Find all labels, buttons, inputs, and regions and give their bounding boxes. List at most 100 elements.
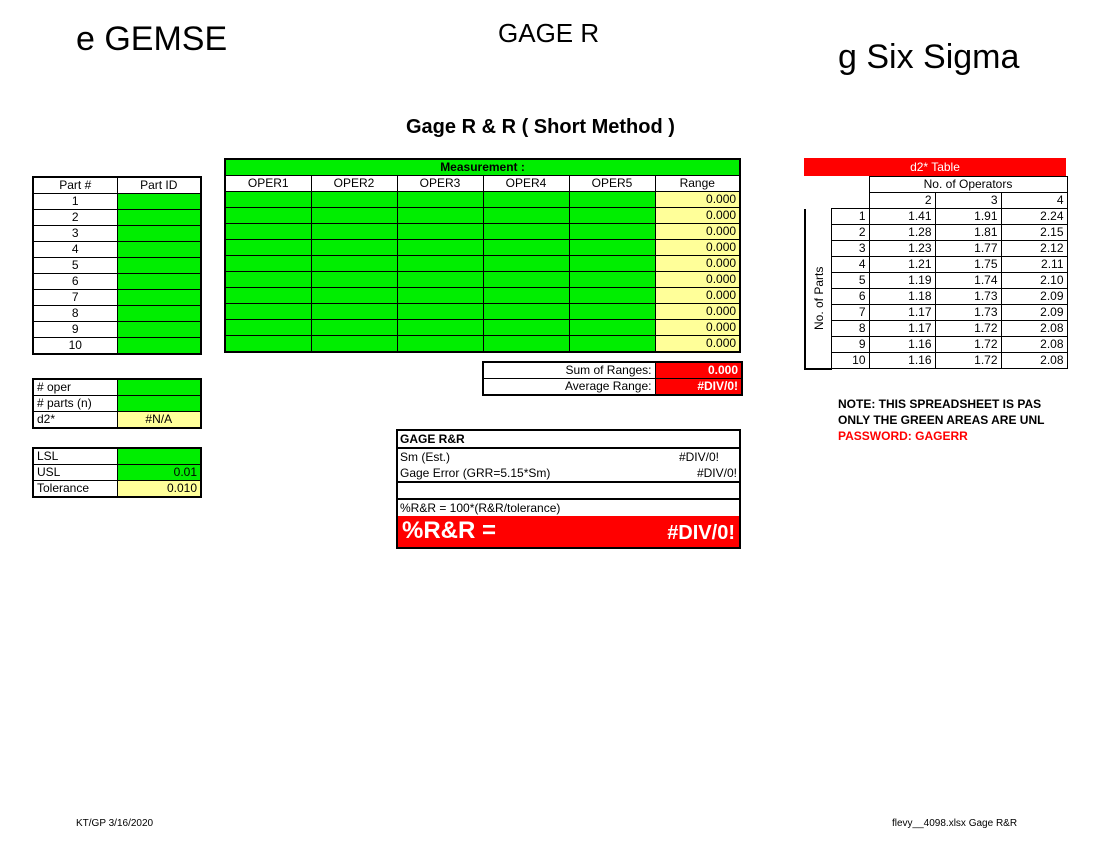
measurement-input[interactable] xyxy=(396,255,484,272)
measurement-input[interactable] xyxy=(224,239,312,256)
part-id-input[interactable] xyxy=(116,289,202,306)
measurement-input[interactable] xyxy=(310,303,398,320)
part-id-input[interactable] xyxy=(116,305,202,322)
measurement-input[interactable] xyxy=(310,191,398,208)
rr-formula-label: %R&R = 100*(R&R/tolerance) xyxy=(400,501,561,515)
measurement-input[interactable] xyxy=(310,223,398,240)
measurement-input[interactable] xyxy=(396,191,484,208)
measurement-input[interactable] xyxy=(224,287,312,304)
measurement-input[interactable] xyxy=(310,335,398,353)
measurement-input[interactable] xyxy=(224,255,312,272)
measurement-input[interactable] xyxy=(568,303,656,320)
oper-column-header: OPER5 xyxy=(568,175,656,192)
d2-operator-header: 2 xyxy=(868,192,936,209)
measurement-input[interactable] xyxy=(396,319,484,336)
measurement-input[interactable] xyxy=(396,303,484,320)
measurement-input[interactable] xyxy=(310,207,398,224)
d2-value-cell: 2.09 xyxy=(1000,304,1068,321)
password-note: PASSWORD: GAGERR xyxy=(838,429,968,443)
measurement-input[interactable] xyxy=(482,303,570,320)
measurement-input[interactable] xyxy=(568,335,656,353)
measurement-input[interactable] xyxy=(568,191,656,208)
sm-value: #DIV/0! xyxy=(678,450,719,464)
measurement-input[interactable] xyxy=(482,319,570,336)
measurement-input[interactable] xyxy=(396,239,484,256)
measurement-input[interactable] xyxy=(310,287,398,304)
footer-left: KT/GP 3/16/2020 xyxy=(76,818,154,829)
part-id-input[interactable] xyxy=(116,209,202,226)
d2-value-cell: 2.08 xyxy=(1000,352,1068,369)
measurement-input[interactable] xyxy=(482,191,570,208)
tolerance-value: 0.010 xyxy=(116,480,202,498)
measurement-row: 0.000 xyxy=(224,303,741,320)
measurement-input[interactable] xyxy=(310,271,398,288)
measurement-input[interactable] xyxy=(568,223,656,240)
part-id-input[interactable] xyxy=(116,257,202,274)
measurement-input[interactable] xyxy=(396,223,484,240)
range-value: 0.000 xyxy=(654,271,741,288)
d2-value-cell: 1.74 xyxy=(934,272,1002,289)
measurement-input[interactable] xyxy=(310,319,398,336)
measurement-input[interactable] xyxy=(568,287,656,304)
usl-input[interactable]: 0.01 xyxy=(116,464,202,481)
measurement-input[interactable] xyxy=(482,255,570,272)
part-id-input[interactable] xyxy=(116,225,202,242)
measurement-input[interactable] xyxy=(224,319,312,336)
part-id-input[interactable] xyxy=(116,337,202,355)
measurement-input[interactable] xyxy=(224,303,312,320)
measurement-input[interactable] xyxy=(396,207,484,224)
d2-value-cell: 1.72 xyxy=(934,336,1002,353)
measurement-input[interactable] xyxy=(482,239,570,256)
range-value: 0.000 xyxy=(654,287,741,304)
measurement-input[interactable] xyxy=(310,255,398,272)
lsl-input[interactable] xyxy=(116,447,202,465)
measurement-input[interactable] xyxy=(224,335,312,353)
measurement-input[interactable] xyxy=(482,287,570,304)
oper-column-header: OPER4 xyxy=(482,175,570,192)
measurement-input[interactable] xyxy=(224,223,312,240)
part-id-input[interactable] xyxy=(116,273,202,290)
measurement-input[interactable] xyxy=(568,319,656,336)
measurement-input[interactable] xyxy=(482,335,570,353)
measurement-input[interactable] xyxy=(396,271,484,288)
range-value: 0.000 xyxy=(654,303,741,320)
measurement-input[interactable] xyxy=(568,207,656,224)
measurement-input[interactable] xyxy=(396,287,484,304)
d2-parts-count: 7 xyxy=(830,304,870,321)
parts-count-input[interactable] xyxy=(116,395,202,412)
tolerance-label: Tolerance xyxy=(32,480,118,498)
measurement-input[interactable] xyxy=(482,223,570,240)
oper-count-input[interactable] xyxy=(116,378,202,396)
d2-parts-count: 4 xyxy=(830,256,870,273)
measurement-row: 0.000 xyxy=(224,191,741,208)
measurement-input[interactable] xyxy=(310,239,398,256)
range-value: 0.000 xyxy=(654,255,741,272)
measurement-input[interactable] xyxy=(482,207,570,224)
range-value: 0.000 xyxy=(654,223,741,240)
part-id-input[interactable] xyxy=(116,321,202,338)
d2-value-cell: 2.11 xyxy=(1000,256,1068,273)
part-row: 7 xyxy=(32,289,202,306)
measurement-input[interactable] xyxy=(396,335,484,353)
measurement-input[interactable] xyxy=(224,271,312,288)
range-value: 0.000 xyxy=(654,239,741,256)
part-number: 3 xyxy=(32,225,118,242)
measurement-input[interactable] xyxy=(482,271,570,288)
measurement-input[interactable] xyxy=(568,255,656,272)
rr-result-bar: %R&R = #DIV/0! xyxy=(398,516,739,547)
measurement-input[interactable] xyxy=(568,271,656,288)
measurement-input[interactable] xyxy=(224,207,312,224)
part-id-input[interactable] xyxy=(116,241,202,258)
d2-label: d2* xyxy=(32,411,118,429)
part-number: 10 xyxy=(32,337,118,355)
part-row: 9 xyxy=(32,321,202,338)
part-id-input[interactable] xyxy=(116,193,202,210)
measurement-input[interactable] xyxy=(568,239,656,256)
measurement-input[interactable] xyxy=(224,191,312,208)
rr-result-value: #DIV/0! xyxy=(667,522,735,544)
sum-of-ranges-value: 0.000 xyxy=(654,361,743,379)
